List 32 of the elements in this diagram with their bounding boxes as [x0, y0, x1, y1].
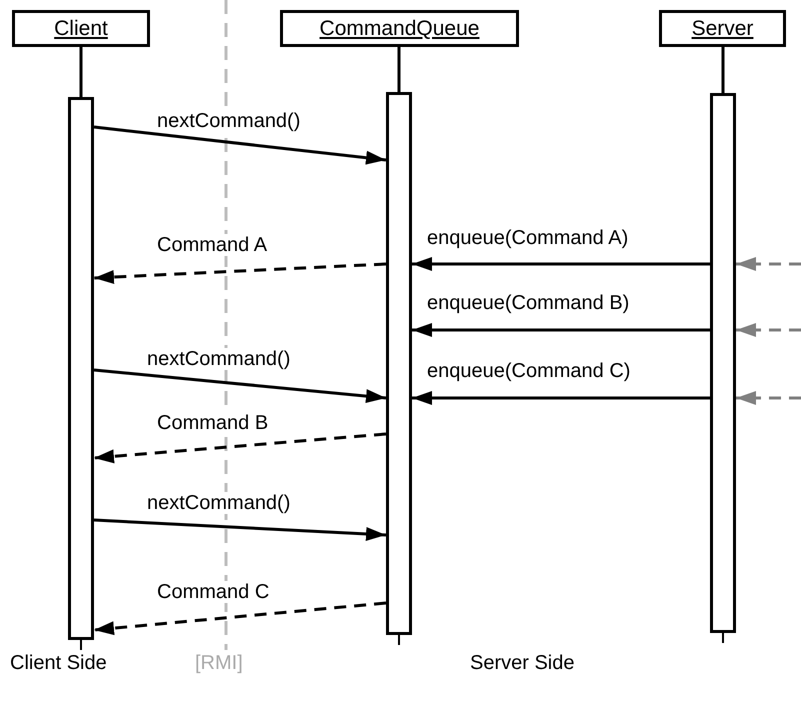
- activation-bar: [68, 97, 94, 640]
- message-label: Command C: [155, 581, 272, 603]
- message-arrow: [94, 518, 386, 541]
- message-label: nextCommand(): [145, 348, 292, 370]
- message-label: enqueue(Command B): [425, 292, 632, 314]
- activation-bar: [386, 92, 412, 635]
- lifeline: [80, 47, 82, 97]
- return-arrow: [94, 602, 386, 636]
- message-arrow: [94, 368, 386, 404]
- message-arrow: [412, 323, 710, 337]
- lifeline: [722, 47, 724, 93]
- side-label: Server Side: [470, 652, 574, 675]
- lifeline: [398, 47, 400, 92]
- return-arrow: [94, 262, 386, 284]
- return-arrow: [736, 391, 801, 405]
- message-label: enqueue(Command C): [425, 360, 632, 382]
- protocol-label: [RMI]: [195, 652, 243, 675]
- message-label: Command A: [155, 234, 270, 256]
- return-arrow: [736, 257, 801, 271]
- activation-bar: [710, 93, 736, 633]
- return-arrow: [94, 432, 386, 464]
- message-label: nextCommand(): [155, 110, 302, 132]
- message-arrow: [412, 257, 710, 271]
- side-label: Client Side: [10, 652, 107, 675]
- message-arrow: [94, 126, 386, 165]
- message-label: nextCommand(): [145, 492, 292, 514]
- lifeline-header: Client: [12, 10, 150, 47]
- return-arrow: [736, 323, 801, 337]
- lifeline-header: CommandQueue: [280, 10, 519, 47]
- message-label: enqueue(Command A): [425, 227, 630, 249]
- message-arrow: [412, 391, 710, 405]
- lifeline-header: Server: [659, 10, 786, 47]
